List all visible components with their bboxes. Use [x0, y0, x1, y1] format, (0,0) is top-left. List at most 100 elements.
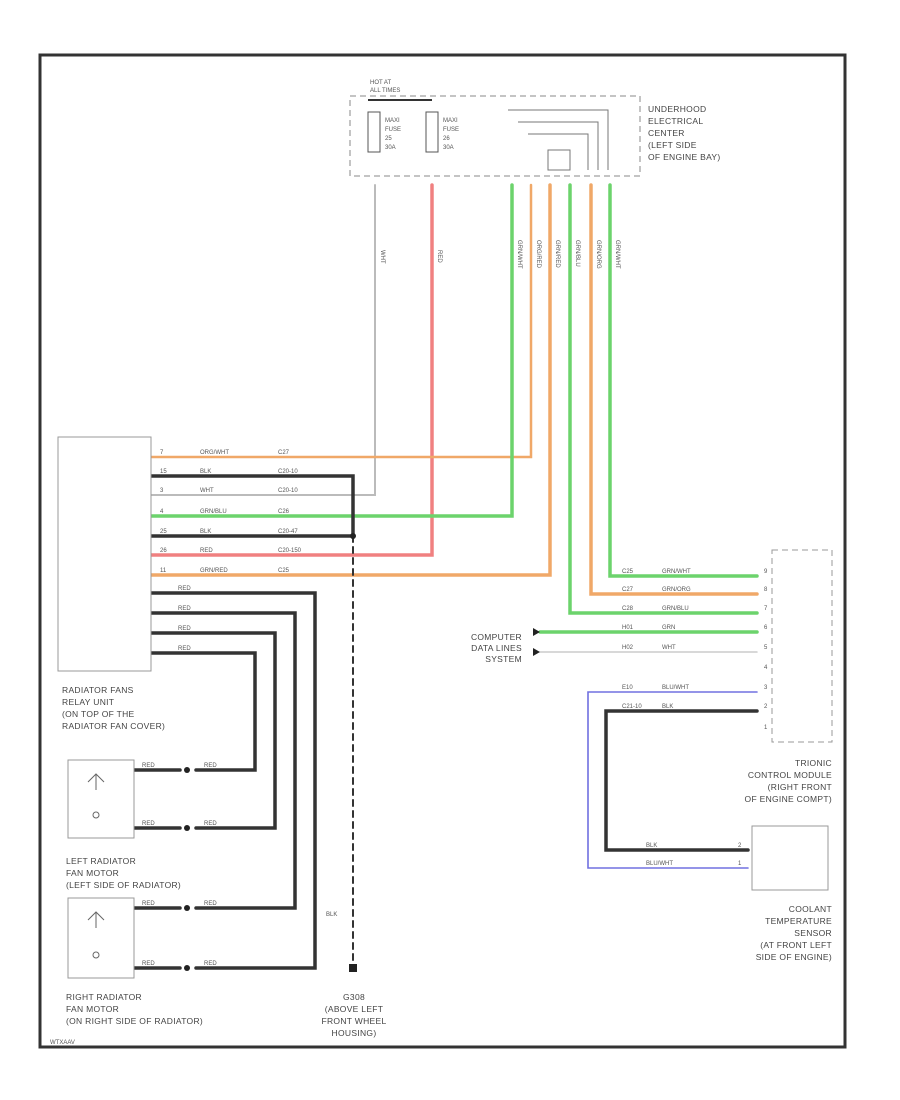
svg-text:GRN/BLU: GRN/BLU [574, 240, 580, 267]
footer-id: WTXAAV [50, 1040, 75, 1046]
ecm-pin-7: 2 [764, 704, 768, 710]
ecm-wire-color-7: BLK [662, 704, 673, 710]
sensor-pin-1: 1 [738, 861, 742, 867]
ecm-wire-circuit-1: C27 [622, 587, 634, 593]
relay-pin-4: 25 [160, 529, 167, 535]
fuse-box [349, 95, 641, 177]
ecm-pin-4: 5 [764, 645, 768, 651]
wire-sensor-blu [587, 691, 758, 869]
motor-wire-relay-label-3: RED [178, 646, 191, 652]
sensor-wire-color-1: BLU/WHT [646, 861, 673, 867]
svg-text:ORG/RED: ORG/RED [535, 240, 541, 269]
ecm-wire-circuit-4: H02 [622, 645, 634, 651]
wire-motor-4 [149, 651, 257, 772]
relay-wire-circuit-0: C27 [278, 450, 290, 456]
ecm-pin-1: 8 [764, 587, 768, 593]
ecm-pin-5: 4 [764, 665, 768, 671]
ecm-wire-circuit-3: H01 [622, 625, 634, 631]
relay-wire-circuit-5: C20-150 [278, 548, 302, 554]
relay-wire-color-0: ORG/WHT [200, 450, 229, 456]
motor-wire-relay-label-1: RED [178, 606, 191, 612]
ecm-wire-color-6: BLU/WHT [662, 685, 689, 691]
relay-wire-circuit-6: C25 [278, 568, 290, 574]
relay-pin-6: 11 [160, 568, 167, 574]
svg-text:GRN/ORG: GRN/ORG [595, 240, 601, 269]
motor-wire-in-label-3: RED [142, 961, 155, 967]
relay-wire-color-5: RED [200, 548, 213, 554]
relay-wire-circuit-4: C20-47 [278, 529, 298, 535]
motor-wire-relay-label-2: RED [178, 626, 191, 632]
svg-text:GRN/WHT: GRN/WHT [614, 240, 620, 269]
svg-text:WHT: WHT [379, 250, 385, 264]
ecm-pin-6: 3 [764, 685, 768, 691]
wire-grn-blu-relay [149, 183, 514, 518]
connector-marks [184, 533, 540, 972]
svg-text:RED: RED [436, 250, 442, 263]
motor-wire-out-label-1: RED [204, 821, 217, 827]
relay-wire-color-4: BLK [200, 529, 211, 535]
right-motor-box [67, 897, 135, 979]
relay-pin-2: 3 [160, 488, 164, 494]
wire-grn-red-relay [149, 183, 552, 577]
relay-wire-circuit-1: C20-10 [278, 469, 298, 475]
ecm-wire-circuit-2: C28 [622, 606, 634, 612]
wires [132, 183, 759, 970]
diagram-frame [38, 53, 847, 1049]
wire-white-fuse-relay [150, 184, 376, 496]
ground-wire-label: BLK [326, 912, 337, 918]
motor-wire-in-label-0: RED [142, 763, 155, 769]
relay-unit-box [57, 436, 152, 672]
motor-wire-relay-label-0: RED [178, 586, 191, 592]
relay-wire-color-3: GRN/BLU [200, 509, 227, 515]
ecm-wire-circuit-6: E10 [622, 685, 633, 691]
ecm-pin-8: 1 [764, 725, 768, 731]
ecm-pin-3: 6 [764, 625, 768, 631]
wire-motor-1 [149, 591, 317, 970]
svg-text:GRN/RED: GRN/RED [554, 240, 560, 268]
ecm-pin-2: 7 [764, 606, 768, 612]
sensor-box [751, 825, 829, 891]
relay-pin-0: 7 [160, 450, 164, 456]
wire-ecm-c28 [568, 183, 759, 615]
wire-motor-stub-1 [132, 768, 182, 970]
relay-wire-circuit-3: C26 [278, 509, 290, 515]
ecm-wire-color-4: WHT [662, 645, 676, 651]
relay-pin-5: 26 [160, 548, 167, 554]
wire-red-fuse-relay [149, 183, 434, 557]
wire-motor-3 [149, 631, 277, 830]
svg-text:GRN/WHT: GRN/WHT [516, 240, 522, 269]
motor-wire-in-label-2: RED [142, 901, 155, 907]
wire-motor-2 [149, 611, 297, 910]
vertical-wire-labels: WHT RED GRN/WHT ORG/RED GRN/RED GRN/BLU … [379, 240, 620, 269]
wire-sensor-blk [604, 709, 759, 852]
motor-wire-in-label-1: RED [142, 821, 155, 827]
ecm-wire-color-1: GRN/ORG [662, 587, 691, 593]
ecm-pin-0: 9 [764, 569, 768, 575]
relay-wire-color-2: WHT [200, 488, 214, 494]
fan-motor-icon [87, 773, 105, 959]
ecm-wire-color-3: GRN [662, 625, 675, 631]
relay-wire-color-6: GRN/RED [200, 568, 228, 574]
relay-wire-color-1: BLK [200, 469, 211, 475]
motor-wire-out-label-3: RED [204, 961, 217, 967]
sensor-wire-color-0: BLK [646, 843, 657, 849]
wire-blk-relay-ground-1 [149, 474, 355, 538]
relay-pin-3: 4 [160, 509, 164, 515]
ecm-wire-circuit-7: C21-10 [622, 704, 642, 710]
